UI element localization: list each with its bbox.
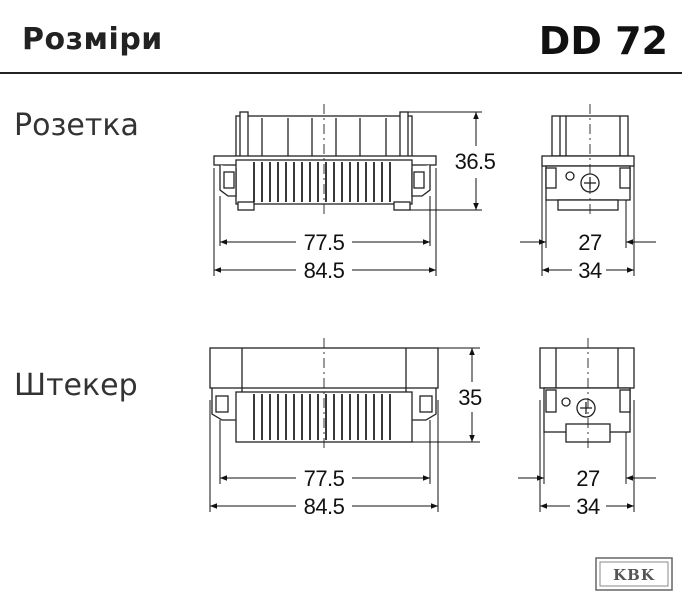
socket-width-outer: 84.5 (304, 258, 345, 283)
plug-side-outer: 34 (576, 494, 600, 519)
plug-side-view (539, 338, 635, 450)
page-title: Розміри (22, 22, 163, 57)
plug-label: Штекер (14, 368, 138, 403)
kbk-logo: KBK (595, 557, 673, 591)
socket-width-inner: 77.5 (304, 230, 345, 255)
socket-side-dimension-lines (520, 166, 656, 276)
plug-width-inner: 77.5 (304, 466, 345, 491)
socket-height: 36.5 (455, 149, 496, 174)
model-number: DD 72 (538, 19, 668, 63)
plug-front-view (209, 338, 439, 450)
socket-dimension-lines (213, 111, 482, 276)
socket-front-view (213, 104, 437, 214)
plug-side-inner: 27 (576, 466, 600, 491)
logo-text: KBK (613, 566, 655, 584)
plug-side-dimension-lines (518, 400, 656, 512)
socket-side-outer: 34 (578, 258, 602, 283)
socket-side-inner: 27 (578, 230, 602, 255)
header-divider (0, 72, 682, 74)
socket-label: Розетка (14, 108, 139, 143)
socket-side-view (541, 104, 635, 214)
plug-width-outer: 84.5 (304, 494, 345, 519)
plug-height: 35 (458, 385, 482, 410)
plug-dimension-lines (209, 347, 480, 512)
